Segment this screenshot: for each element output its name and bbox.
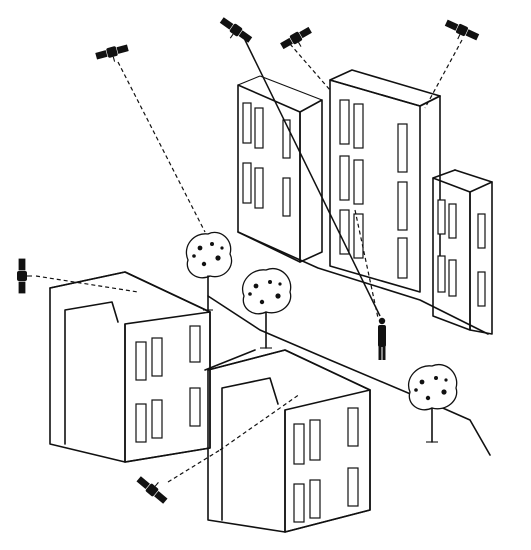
- window: [189, 387, 201, 427]
- signal-path-dashed: [424, 39, 463, 109]
- signal-path-dashed: [219, 393, 301, 451]
- window: [189, 325, 201, 363]
- satellite-icon: [17, 258, 32, 294]
- tree: [185, 231, 233, 311]
- window: [397, 237, 408, 279]
- window: [151, 337, 163, 377]
- tree: [407, 363, 458, 443]
- window: [293, 483, 305, 523]
- window: [353, 213, 364, 259]
- window: [448, 259, 457, 297]
- signal-paths: [35, 37, 463, 483]
- satellite-icon: [95, 44, 129, 62]
- window: [477, 213, 486, 249]
- window: [448, 203, 457, 239]
- street-kerb-left: [204, 349, 256, 371]
- building-back-center: [329, 69, 441, 293]
- satellite-icon: [444, 19, 480, 41]
- signal-path-dashed: [167, 449, 221, 483]
- street-edges: [204, 231, 491, 456]
- window: [309, 419, 321, 461]
- signal-path-line-of-sight: [243, 37, 381, 317]
- window: [437, 255, 446, 293]
- window: [242, 102, 252, 144]
- window: [135, 341, 147, 381]
- window: [309, 479, 321, 519]
- window: [254, 107, 264, 149]
- window: [353, 103, 364, 149]
- satellite-icon: [280, 26, 312, 50]
- window: [347, 467, 359, 507]
- window: [339, 209, 350, 255]
- tree: [241, 267, 292, 349]
- window: [135, 403, 147, 443]
- building-front-center: [207, 349, 371, 533]
- receiver-person-icon: [378, 317, 386, 360]
- window: [293, 423, 305, 465]
- signal-path-dashed: [289, 43, 331, 91]
- window: [477, 271, 486, 307]
- satellite-icon: [136, 476, 168, 504]
- window: [437, 199, 446, 235]
- window: [353, 159, 364, 205]
- window: [339, 155, 350, 201]
- street-edge-back: [237, 231, 489, 335]
- window: [347, 407, 359, 447]
- signal-path-dashed: [35, 275, 139, 293]
- window: [339, 99, 350, 145]
- signal-path-dashed: [354, 209, 379, 319]
- building-front-left: [49, 271, 211, 463]
- window: [242, 162, 252, 204]
- satellite-icon: [219, 17, 253, 43]
- window: [282, 119, 291, 159]
- window: [151, 399, 163, 439]
- building-back-right: [432, 169, 493, 335]
- window: [254, 167, 264, 209]
- building-back-left: [237, 75, 323, 263]
- signal-path-dashed: [117, 61, 206, 233]
- window: [397, 181, 408, 231]
- street-edge-front: [207, 295, 491, 456]
- window: [397, 123, 408, 173]
- window: [282, 177, 291, 217]
